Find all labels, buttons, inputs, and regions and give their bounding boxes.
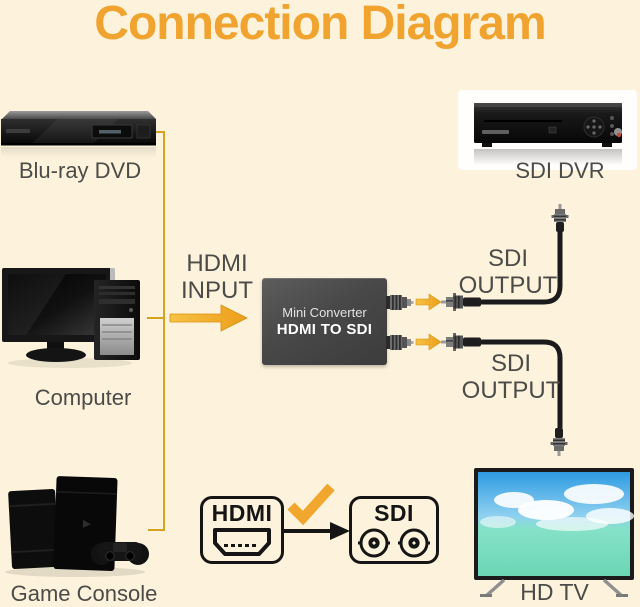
sdi-dvr-image [458, 90, 637, 170]
bnc-port-icon [358, 528, 430, 558]
bluray-player-image [1, 111, 156, 158]
sdi-cable-top [441, 204, 569, 311]
hdmi-badge-label: HDMI [211, 500, 273, 526]
sdi-output-label-top: SDI OUTPUT [458, 245, 558, 299]
converter-model: HDMI TO SDI [276, 321, 373, 338]
conversion-arrow-icon [282, 522, 350, 540]
bnc-connector-icon [550, 428, 568, 456]
sdi-output-arrow-icon-top [415, 293, 442, 311]
page-title: Connection Diagram [94, 0, 546, 50]
sdi-port-badge: SDI [349, 496, 439, 564]
mini-converter-box: Mini Converter HDMI TO SDI [262, 278, 387, 365]
sdi-badge-label: SDI [374, 500, 414, 526]
sdi-output-arrow-icon-bottom [415, 333, 442, 351]
game-console-label: Game Console [10, 581, 158, 606]
hdtv-label: HD TV [520, 579, 589, 605]
sdi-cable-bottom [441, 333, 568, 456]
computer-label: Computer [34, 385, 132, 410]
bnc-output-icon [386, 335, 414, 350]
hdmi-port-badge: HDMI [200, 496, 284, 564]
bluray-label: Blu-ray DVD [18, 158, 142, 183]
gamepad-icon [91, 542, 149, 565]
bnc-connector-icon [551, 204, 569, 232]
bnc-output-icon [386, 295, 414, 310]
converter-name: Mini Converter [282, 305, 367, 320]
bnc-connector-icon [441, 333, 481, 351]
computer-image [2, 268, 140, 368]
sdi-dvr-label: SDI DVR [515, 158, 605, 183]
hdtv-image [474, 468, 634, 598]
source-bus-line [147, 131, 165, 531]
game-console-image [5, 476, 149, 577]
sdi-output-label-bottom: SDI OUTPUT [461, 350, 561, 404]
bnc-connector-icon [441, 293, 481, 311]
hdmi-input-label: HDMI INPUT [181, 250, 253, 304]
hdmi-input-arrow-icon [169, 304, 248, 332]
check-icon [287, 483, 335, 525]
hdmi-port-icon [213, 528, 271, 556]
